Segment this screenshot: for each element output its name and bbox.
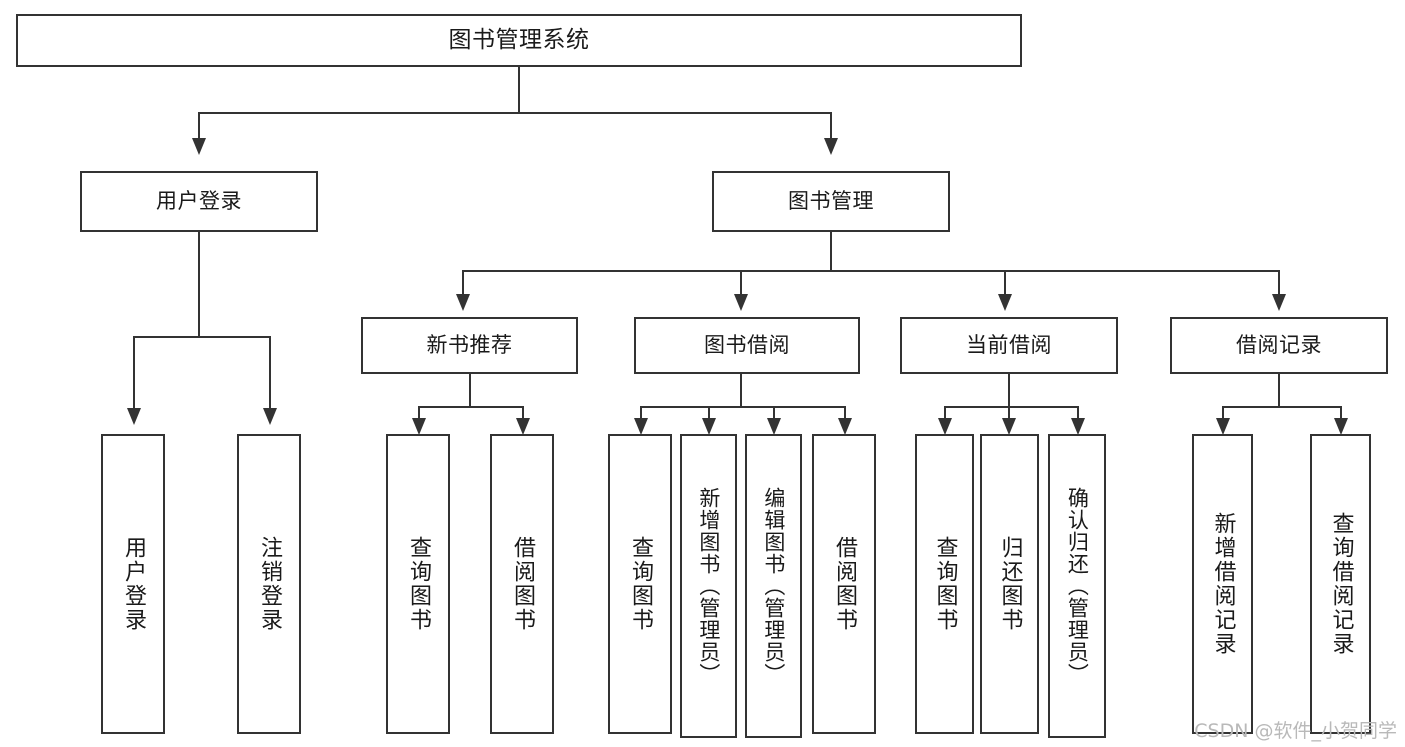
arrow-down-icon: [127, 408, 141, 425]
connector-root-to-book-management: [830, 112, 832, 142]
connector-br-to-leaf-1: [1222, 406, 1224, 422]
node-book-management[interactable]: 图书管理: [712, 171, 950, 232]
arrow-down-icon: [516, 418, 530, 435]
connector-borrow-stem: [740, 374, 742, 406]
connector-root-to-user-login: [198, 112, 200, 142]
connector-bm-to-records: [1278, 270, 1280, 298]
node-label: 新增图书（管理员）: [696, 487, 721, 685]
leaf-search-book-new[interactable]: 查询图书: [386, 434, 450, 734]
arrow-down-icon: [192, 138, 206, 155]
leaf-return-book[interactable]: 归还图书: [980, 434, 1039, 734]
connector-bb-to-leaf-4: [844, 406, 846, 422]
node-label: 当前借阅: [966, 333, 1052, 358]
arrow-down-icon: [1071, 418, 1085, 435]
arrow-down-icon: [702, 418, 716, 435]
connector-bb-to-leaf-1: [640, 406, 642, 422]
connector-bb-to-leaf-2: [708, 406, 710, 422]
leaf-confirm-return-admin[interactable]: 确认归还（管理员）: [1048, 434, 1106, 738]
node-borrow-records[interactable]: 借阅记录: [1170, 317, 1388, 374]
node-user-login[interactable]: 用户登录: [80, 171, 318, 232]
arrow-down-icon: [456, 294, 470, 311]
connector-bm-to-new-book: [462, 270, 464, 298]
connector-br-to-leaf-2: [1340, 406, 1342, 422]
connector-new-book-stem: [469, 374, 471, 406]
node-label: 查询图书: [627, 536, 653, 632]
connector-bb-to-leaf-3: [773, 406, 775, 422]
node-label: 图书管理: [788, 189, 874, 214]
node-root-book-management-system[interactable]: 图书管理系统: [16, 14, 1022, 67]
leaf-edit-book-admin[interactable]: 编辑图书（管理员）: [745, 434, 802, 738]
node-label: 图书借阅: [704, 333, 790, 358]
connector-bm-to-current: [1004, 270, 1006, 298]
connector-root-bus: [198, 112, 830, 114]
node-label: 确认归还（管理员）: [1065, 487, 1090, 685]
node-label: 新书推荐: [426, 333, 513, 358]
leaf-add-book-admin[interactable]: 新增图书（管理员）: [680, 434, 737, 738]
connector-cb-to-leaf-1: [944, 406, 946, 422]
node-label: 注销登录: [256, 536, 282, 632]
connector-user-login-to-leaf-2: [269, 336, 271, 412]
node-label: 借阅图书: [831, 536, 857, 632]
connector-current-bus: [944, 406, 1077, 408]
connector-records-bus: [1222, 406, 1340, 408]
leaf-search-borrow-record[interactable]: 查询借阅记录: [1310, 434, 1371, 734]
node-book-borrow[interactable]: 图书借阅: [634, 317, 860, 374]
node-label: 查询图书: [405, 536, 431, 632]
arrow-down-icon: [838, 418, 852, 435]
connector-user-login-to-leaf-1: [133, 336, 135, 412]
node-new-book-recommend[interactable]: 新书推荐: [361, 317, 578, 374]
leaf-search-book-current[interactable]: 查询图书: [915, 434, 974, 734]
node-label: 用户登录: [156, 189, 242, 214]
node-label: 图书管理系统: [448, 27, 590, 54]
node-label: 编辑图书（管理员）: [761, 487, 786, 685]
leaf-search-book-borrow[interactable]: 查询图书: [608, 434, 672, 734]
node-label: 归还图书: [997, 536, 1023, 632]
connector-cb-to-leaf-3: [1077, 406, 1079, 422]
node-current-borrow[interactable]: 当前借阅: [900, 317, 1118, 374]
arrow-down-icon: [767, 418, 781, 435]
arrow-down-icon: [263, 408, 277, 425]
connector-current-stem: [1008, 374, 1010, 406]
leaf-logout[interactable]: 注销登录: [237, 434, 301, 734]
connector-book-management-bus: [462, 270, 1280, 272]
leaf-add-borrow-record[interactable]: 新增借阅记录: [1192, 434, 1253, 734]
leaf-borrow-book-new[interactable]: 借阅图书: [490, 434, 554, 734]
arrow-down-icon: [1272, 294, 1286, 311]
node-label: 查询图书: [932, 536, 958, 632]
node-label: 借阅记录: [1236, 333, 1322, 358]
arrow-down-icon: [1216, 418, 1230, 435]
connector-bm-to-borrow: [740, 270, 742, 298]
node-label: 借阅图书: [509, 536, 535, 632]
connector-cb-to-leaf-2: [1008, 406, 1010, 422]
arrow-down-icon: [824, 138, 838, 155]
connector-borrow-bus: [640, 406, 844, 408]
arrow-down-icon: [412, 418, 426, 435]
arrow-down-icon: [634, 418, 648, 435]
connector-user-login-stem: [198, 232, 200, 336]
connector-root-stem: [518, 67, 520, 112]
node-label: 新增借阅记录: [1210, 512, 1236, 656]
node-label: 查询借阅记录: [1328, 512, 1354, 656]
arrow-down-icon: [1334, 418, 1348, 435]
connector-book-management-stem: [830, 232, 832, 270]
connector-nb-to-leaf-2: [522, 406, 524, 422]
arrow-down-icon: [938, 418, 952, 435]
connector-records-stem: [1278, 374, 1280, 406]
arrow-down-icon: [998, 294, 1012, 311]
leaf-borrow-book[interactable]: 借阅图书: [812, 434, 876, 734]
arrow-down-icon: [734, 294, 748, 311]
node-label: 用户登录: [120, 536, 146, 632]
arrow-down-icon: [1002, 418, 1016, 435]
leaf-user-login[interactable]: 用户登录: [101, 434, 165, 734]
connector-new-book-bus: [418, 406, 522, 408]
connector-nb-to-leaf-1: [418, 406, 420, 422]
connector-user-login-bus: [133, 336, 269, 338]
